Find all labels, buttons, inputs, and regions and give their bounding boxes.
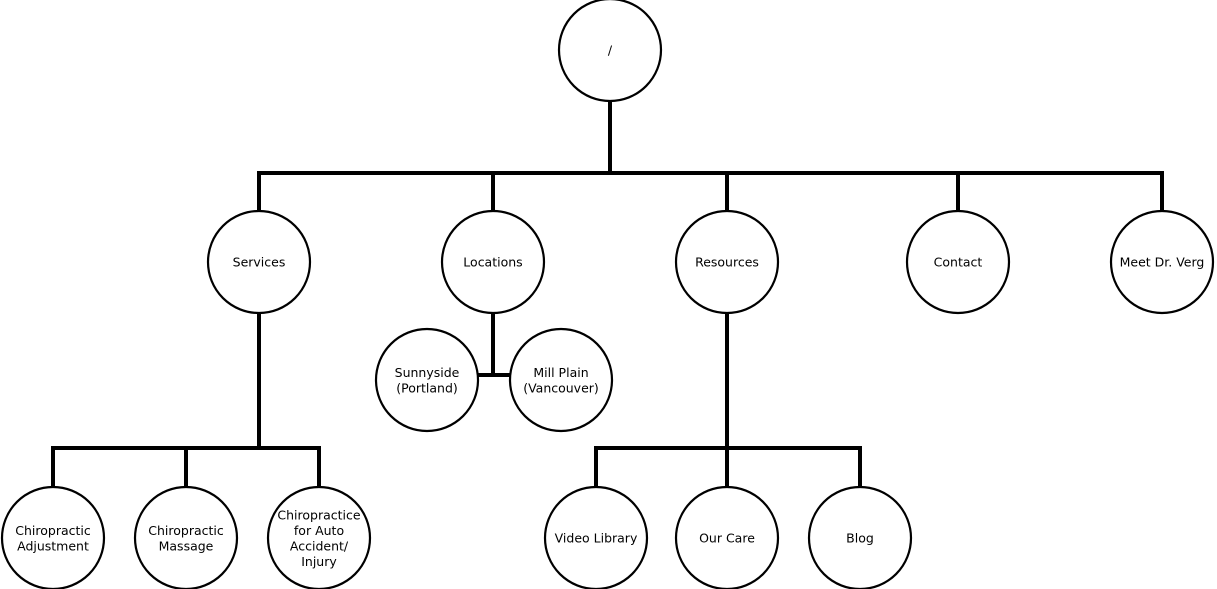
sunnyside-node[interactable]: Sunnyside(Portland)	[374, 327, 480, 433]
resources-node-label: Resources	[695, 255, 759, 270]
blog-node[interactable]: Blog	[807, 485, 913, 589]
locations-node-label: Locations	[463, 255, 522, 270]
contact-node[interactable]: Contact	[905, 209, 1011, 315]
blog-node-label: Blog	[846, 531, 874, 546]
root-node-label: /	[608, 43, 613, 58]
sunnyside-node-label: Sunnyside(Portland)	[395, 365, 460, 396]
connector-lines	[51, 96, 1164, 494]
services-node[interactable]: Services	[206, 209, 312, 315]
video-library-node-label: Video Library	[555, 531, 638, 546]
meet-dr-verg-node-label: Meet Dr. Verg	[1120, 255, 1205, 270]
resources-node[interactable]: Resources	[674, 209, 780, 315]
our-care-node[interactable]: Our Care	[674, 485, 780, 589]
meet-dr-verg-node[interactable]: Meet Dr. Verg	[1109, 209, 1215, 315]
mill-plain-node-label: Mill Plain(Vancouver)	[523, 365, 599, 396]
our-care-node-label: Our Care	[699, 531, 755, 546]
mill-plain-node[interactable]: Mill Plain(Vancouver)	[508, 327, 614, 433]
locations-node[interactable]: Locations	[440, 209, 546, 315]
video-library-node[interactable]: Video Library	[543, 485, 649, 589]
services-node-label: Services	[233, 255, 286, 270]
contact-node-label: Contact	[934, 255, 983, 270]
root-node[interactable]: /	[557, 0, 663, 103]
